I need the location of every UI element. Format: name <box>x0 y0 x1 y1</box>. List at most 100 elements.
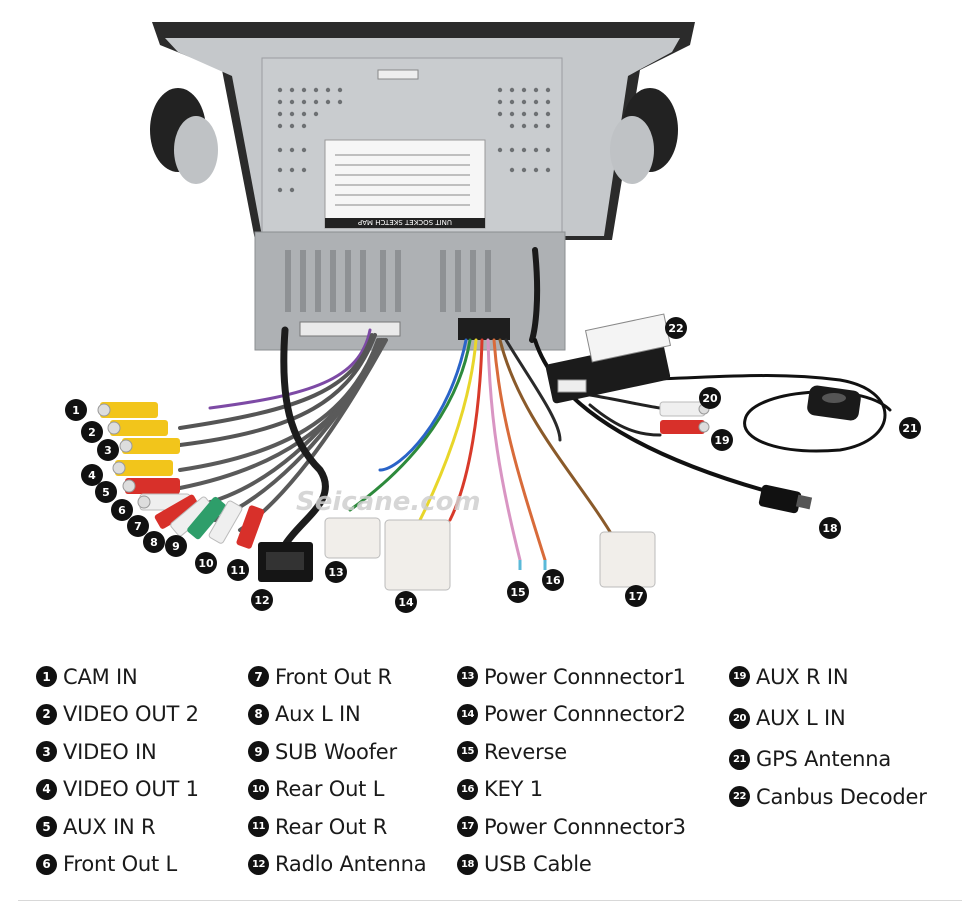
callout-badge-circle <box>507 581 529 603</box>
legend-label: SUB Woofer <box>275 739 397 764</box>
legend-item-usb-cable: 18 USB Cable <box>457 846 686 884</box>
callout-badge-circle <box>227 559 249 581</box>
callout-badge-number: 11 <box>230 564 245 577</box>
legend-label: GPS Antenna <box>756 747 892 772</box>
heat-sink <box>285 250 491 312</box>
rca-rear-out-r <box>236 505 265 549</box>
rca-rear-out-l <box>208 500 243 544</box>
callout-badge-circle <box>625 585 647 607</box>
callout-badge-number: 7 <box>134 520 142 533</box>
usb-plug <box>758 484 813 514</box>
socket-map-lines <box>335 154 470 206</box>
legend-item-aux-r-in: 19 AUX R IN <box>729 658 927 696</box>
power-connector1 <box>324 517 381 559</box>
video-in-cable <box>178 333 377 447</box>
rca-aux-r-in <box>660 420 710 434</box>
legend-label: AUX L IN <box>756 706 846 730</box>
badge-icon: 7 <box>248 666 269 688</box>
callout-badge-number: 2 <box>88 426 96 439</box>
callout-badge-22: 22 <box>665 317 687 339</box>
callout-badge-13: 13 <box>325 561 347 583</box>
badge-icon: 19 <box>729 666 750 688</box>
badge-icon: 22 <box>729 786 750 808</box>
power-connector3 <box>599 531 656 588</box>
badge-icon: 18 <box>457 853 478 875</box>
callout-badge-circle <box>127 515 149 537</box>
callout-badge-circle <box>65 399 87 421</box>
legend-label: Reverse <box>484 739 568 764</box>
callout-badge-circle <box>395 591 417 613</box>
callout-badge-5: 5 <box>95 481 117 503</box>
callout-badge-circle <box>899 417 921 439</box>
legend-label: VIDEO OUT 1 <box>63 777 199 802</box>
callout-badge-2: 2 <box>81 421 103 443</box>
badge-icon: 2 <box>36 703 57 725</box>
harness-black <box>504 338 562 442</box>
head-unit: UNIT SOCKET SKETCH MAP <box>150 22 695 351</box>
wiring-diagram-svg: UNIT SOCKET SKETCH MAP <box>65 22 921 613</box>
legend-label: Power Connnector2 <box>484 702 686 727</box>
callout-badge-number: 8 <box>150 536 158 549</box>
legend-label: Rear Out R <box>275 814 388 839</box>
callout-badge-number: 18 <box>822 522 837 535</box>
callout-badge-circle <box>165 535 187 557</box>
callout-badge-18: 18 <box>819 517 841 539</box>
callout-badge-16: 16 <box>542 569 564 591</box>
callout-badge-number: 17 <box>628 590 643 603</box>
callout-badge-number: 4 <box>88 469 96 482</box>
callout-badge-number: 20 <box>702 392 718 405</box>
badge-icon: 4 <box>36 778 57 800</box>
badge-icon: 17 <box>457 816 478 838</box>
harness-green <box>348 338 472 512</box>
callout-badge-circle <box>95 481 117 503</box>
socket-map-title: UNIT SOCKET SKETCH MAP <box>358 218 452 226</box>
badge-icon: 12 <box>248 853 269 875</box>
rca-sub-woofer <box>187 496 226 540</box>
legend-item-video-out-1: 4 VIDEO OUT 1 <box>36 771 199 809</box>
aux-l-cable <box>588 403 662 437</box>
callout-badge-circle <box>819 517 841 539</box>
callout-badge-circle <box>665 317 687 339</box>
callout-badge-circle <box>699 387 721 409</box>
right-bracket-plate <box>610 116 654 184</box>
badge-icon: 6 <box>36 853 57 875</box>
callout-badge-number: 6 <box>118 504 126 517</box>
callout-badge-number: 10 <box>198 557 214 570</box>
badge-icon: 5 <box>36 816 57 838</box>
callout-badge-9: 9 <box>165 535 187 557</box>
legend-label: AUX R IN <box>756 664 849 689</box>
cables <box>178 247 892 562</box>
callout-badge-15: 15 <box>507 581 529 603</box>
callout-badge-number: 22 <box>668 322 683 335</box>
callout-badge-number: 16 <box>545 574 561 587</box>
callout-badge-14: 14 <box>395 591 417 613</box>
callout-badge-circle <box>81 421 103 443</box>
legend-label: Aux L IN <box>275 702 361 727</box>
radio-antenna-cable <box>280 326 329 549</box>
callout-badge-11: 11 <box>227 559 249 581</box>
callout-badge-1: 1 <box>65 399 87 421</box>
socket-map-label-bar <box>325 218 485 228</box>
callout-badge-number: 15 <box>510 586 525 599</box>
callout-badge-21: 21 <box>899 417 921 439</box>
left-bracket-plate <box>174 116 218 184</box>
callout-badge-circle <box>542 569 564 591</box>
badge-icon: 21 <box>729 748 750 770</box>
harness-pink <box>486 338 522 562</box>
legend-label: USB Cable <box>484 852 592 877</box>
